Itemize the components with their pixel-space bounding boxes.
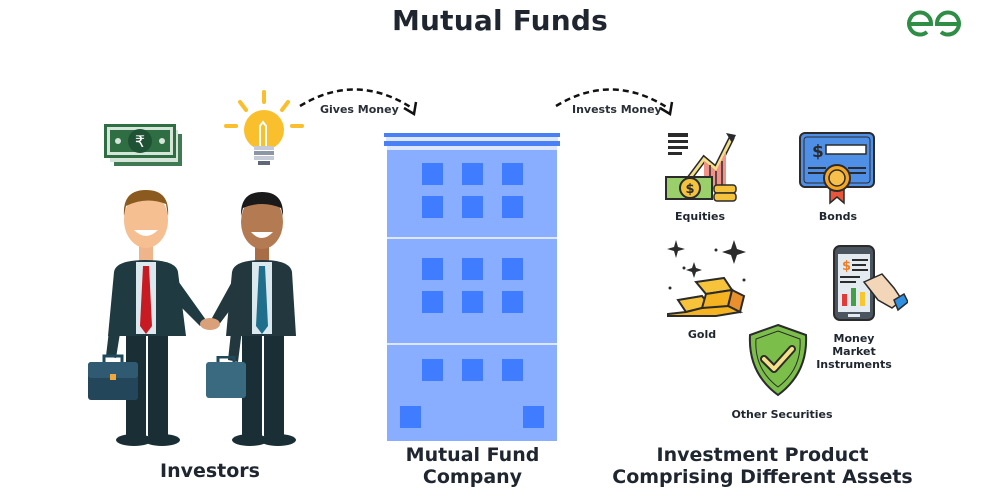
briefcase-icon [206, 356, 246, 398]
businessman-handshake-icon [86, 186, 296, 450]
asset-label-bonds: Bonds [818, 210, 858, 223]
product-label-line2: Comprising Different Assets [612, 466, 913, 488]
dashed-arrow-icon [296, 84, 426, 118]
page-title: Mutual Funds [391, 4, 609, 37]
lightbulb-icon [222, 90, 306, 170]
svg-text:$: $ [812, 142, 824, 162]
mobile-finance-icon: $ [832, 244, 908, 322]
briefcase-icon [88, 354, 138, 400]
investors-label: Investors [160, 460, 260, 482]
money-market-line1: Money [833, 332, 875, 345]
asset-label-equities: Equities [674, 210, 726, 223]
product-label-line1: Investment Product [656, 444, 869, 466]
stock-growth-icon: $ [664, 131, 738, 207]
gives-money-label: Gives Money [320, 103, 399, 116]
money-market-line2: Market [832, 345, 876, 358]
money-market-line3: Instruments [816, 358, 892, 371]
dashed-arrow-icon [552, 84, 682, 118]
invests-money-label: Invests Money [572, 103, 662, 116]
company-label: Mutual Fund Company [380, 444, 565, 488]
svg-text:₹: ₹ [135, 132, 145, 151]
shield-check-icon [746, 323, 810, 397]
building-icon [384, 133, 560, 441]
product-label: Investment Product Comprising Different … [600, 444, 925, 488]
svg-text:$: $ [685, 182, 694, 197]
company-label-line1: Mutual Fund [405, 444, 540, 466]
svg-text:$: $ [842, 259, 851, 274]
gold-bars-icon [666, 238, 748, 318]
company-label-line2: Company [422, 466, 523, 488]
asset-label-other-securities: Other Securities [731, 408, 833, 421]
geeksforgeeks-logo-icon [905, 10, 963, 38]
certificate-icon: $ [798, 131, 876, 205]
rupee-banknotes-icon: ₹ [104, 124, 184, 168]
asset-label-gold: Gold [687, 328, 717, 341]
asset-label-money-market: Money Market Instruments [812, 332, 896, 371]
